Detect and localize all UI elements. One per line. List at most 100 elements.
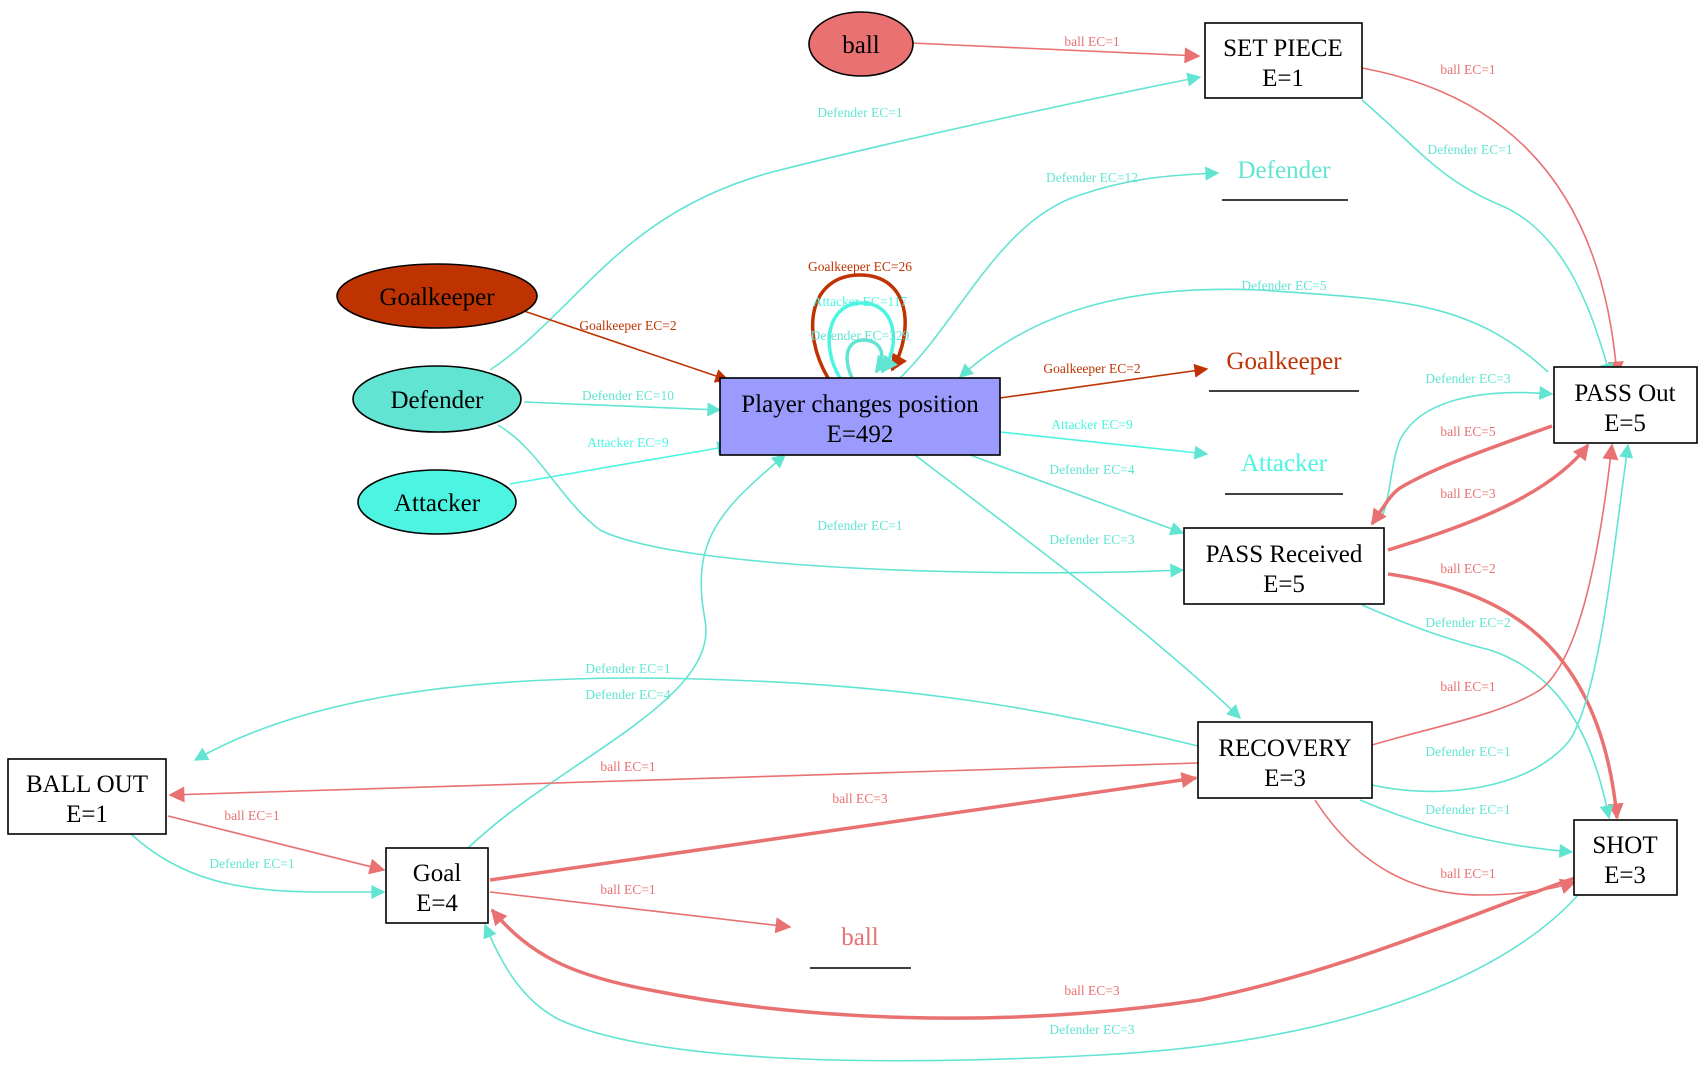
edge-label: Attacker EC=9	[1051, 417, 1133, 432]
activity-node-ball-out[interactable]: BALL OUT E=1	[7, 758, 167, 835]
sink-label: ball	[841, 924, 879, 951]
activity-node-set-piece[interactable]: SET PIECE E=1	[1204, 22, 1363, 99]
edge-defender-to-set-piece[interactable]	[489, 72, 1202, 371]
activity-count: E=3	[1604, 862, 1646, 889]
actor-label: Goalkeeper	[379, 284, 495, 311]
edge-pcp-to-sink-defender[interactable]	[899, 166, 1220, 379]
activity-count: E=5	[1604, 410, 1646, 437]
edge-pass-out-to-pass-received-ball[interactable]	[1370, 424, 1553, 526]
edge-label: ball EC=1	[1440, 866, 1495, 881]
edge-label: Defender EC=3	[1425, 371, 1510, 386]
edge-set-piece-to-pass-out-ball[interactable]	[1361, 67, 1624, 378]
edge-pcp-to-recovery[interactable]	[914, 454, 1242, 719]
activity-count: E=4	[416, 890, 458, 917]
activity-count: E=3	[1264, 765, 1306, 792]
edge-goal-to-pcp[interactable]	[467, 454, 787, 849]
edge-label: Defender EC=3	[1049, 1022, 1134, 1037]
edge-goal-to-recovery-ball[interactable]	[489, 772, 1198, 882]
activity-node-shot[interactable]: SHOT E=3	[1573, 819, 1678, 896]
edge-label: Defender EC=5	[1241, 278, 1326, 293]
actor-label: ball	[842, 32, 880, 59]
edge-label: ball EC=1	[600, 759, 655, 774]
edge-label: ball EC=1	[600, 882, 655, 897]
edge-pcp-self-defender[interactable]	[845, 338, 892, 379]
edge-goal-to-sink-ball[interactable]	[489, 891, 792, 934]
edge-shot-to-goal-defender[interactable]	[483, 894, 1579, 1062]
edge-pass-received-to-shot-defender[interactable]	[1361, 604, 1614, 820]
edge-pcp-self-attacker[interactable]	[827, 301, 898, 379]
activity-node-goal[interactable]: Goal E=4	[385, 847, 489, 924]
edge-label: ball EC=1	[1064, 34, 1119, 49]
edge-defender-to-pass-received[interactable]	[497, 424, 1185, 578]
edge-pass-out-to-pcp[interactable]	[958, 288, 1549, 378]
activity-name: RECOVERY	[1218, 735, 1351, 762]
edge-pcp-to-sink-attacker[interactable]	[999, 431, 1209, 460]
edge-label: ball EC=2	[1440, 561, 1495, 576]
edge-ball-out-to-goal-defender[interactable]	[129, 832, 386, 899]
edge-recovery-to-pass-out-ball[interactable]	[1371, 443, 1619, 746]
sink-label: Goalkeeper	[1226, 348, 1342, 375]
edge-label: Defender EC=329	[811, 328, 910, 343]
edge-pcp-to-sink-goalkeeper[interactable]	[999, 363, 1209, 399]
edge-ball-to-set-piece[interactable]	[910, 42, 1201, 64]
edge-label: Defender EC=1	[209, 856, 294, 871]
edge-label: ball EC=3	[832, 791, 887, 806]
edge-label: Defender EC=1	[1427, 142, 1512, 157]
edge-recovery-to-ball-out-defender[interactable]	[193, 677, 1199, 761]
edge-shot-to-goal-ball[interactable]	[490, 876, 1576, 1020]
edge-pcp-self-goalkeeper[interactable]	[810, 273, 907, 379]
edge-label: Defender EC=2	[1425, 615, 1510, 630]
edge-ball-out-to-goal-ball[interactable]	[167, 815, 386, 875]
edge-pcp-to-pass-received[interactable]	[969, 454, 1185, 536]
actor-node-goalkeeper[interactable]: Goalkeeper	[336, 263, 538, 329]
activity-name: PASS Out	[1574, 380, 1675, 407]
edge-label: Goalkeeper EC=2	[579, 318, 676, 333]
edge-label: Defender EC=12	[1046, 170, 1138, 185]
edge-pass-received-to-pass-out-ball[interactable]	[1387, 443, 1590, 552]
edge-set-piece-to-pass-out-defender[interactable]	[1361, 99, 1614, 378]
edge-pass-received-to-pass-out-defender[interactable]	[1379, 385, 1554, 521]
edge-label: Defender EC=1	[1425, 802, 1510, 817]
edge-goalkeeper-to-pcp[interactable]	[514, 307, 730, 383]
activity-count: E=492	[827, 421, 894, 448]
activity-node-recovery[interactable]: RECOVERY E=3	[1197, 721, 1373, 799]
activity-count: E=5	[1263, 571, 1305, 598]
edge-label: Defender EC=10	[582, 388, 674, 403]
edge-label: Defender EC=1	[1425, 744, 1510, 759]
activity-node-pass-received[interactable]: PASS Received E=5	[1183, 527, 1385, 605]
edge-label: Defender EC=3	[1049, 532, 1134, 547]
edge-label: Goalkeeper EC=26	[808, 259, 912, 274]
edge-recovery-to-shot-defender[interactable]	[1359, 799, 1574, 858]
edge-label: ball EC=1	[1440, 62, 1495, 77]
edge-attacker-to-pcp[interactable]	[509, 441, 732, 485]
activity-name: Player changes position	[741, 391, 979, 418]
edge-label: Defender EC=1	[817, 105, 902, 120]
edge-recovery-to-ball-out-ball[interactable]	[168, 762, 1199, 803]
activity-count: E=1	[66, 801, 108, 828]
sink-node-attacker[interactable]: Attacker	[1225, 450, 1343, 495]
activity-name: Goal	[413, 860, 462, 887]
sink-label: Attacker	[1241, 450, 1328, 477]
actor-node-ball[interactable]: ball	[808, 11, 914, 77]
edge-label: Defender EC=1	[585, 661, 670, 676]
actor-node-defender[interactable]: Defender	[352, 365, 522, 433]
sink-node-defender[interactable]: Defender	[1222, 157, 1348, 201]
activity-node-player-changes-position[interactable]: Player changes position E=492	[719, 377, 1001, 456]
edge-label: ball EC=3	[1440, 486, 1495, 501]
edge-label: ball EC=1	[1440, 679, 1495, 694]
actor-label: Defender	[391, 387, 485, 414]
edge-label: Goalkeeper EC=2	[1043, 361, 1140, 376]
edge-label: Attacker EC=117	[813, 294, 908, 309]
edge-label: Defender EC=1	[817, 518, 902, 533]
sink-label: Defender	[1238, 157, 1332, 184]
edge-pass-received-to-shot-ball[interactable]	[1387, 572, 1624, 820]
edge-recovery-to-pass-out-defender[interactable]	[1371, 443, 1634, 793]
actor-node-attacker[interactable]: Attacker	[357, 469, 517, 535]
edge-defender-to-pcp[interactable]	[523, 401, 722, 417]
activity-name: SET PIECE	[1223, 35, 1343, 62]
activity-node-pass-out[interactable]: PASS Out E=5	[1553, 366, 1698, 444]
sink-node-goalkeeper[interactable]: Goalkeeper	[1209, 348, 1359, 392]
edge-label: Attacker EC=9	[587, 435, 669, 450]
sink-node-ball[interactable]: ball	[810, 924, 911, 969]
